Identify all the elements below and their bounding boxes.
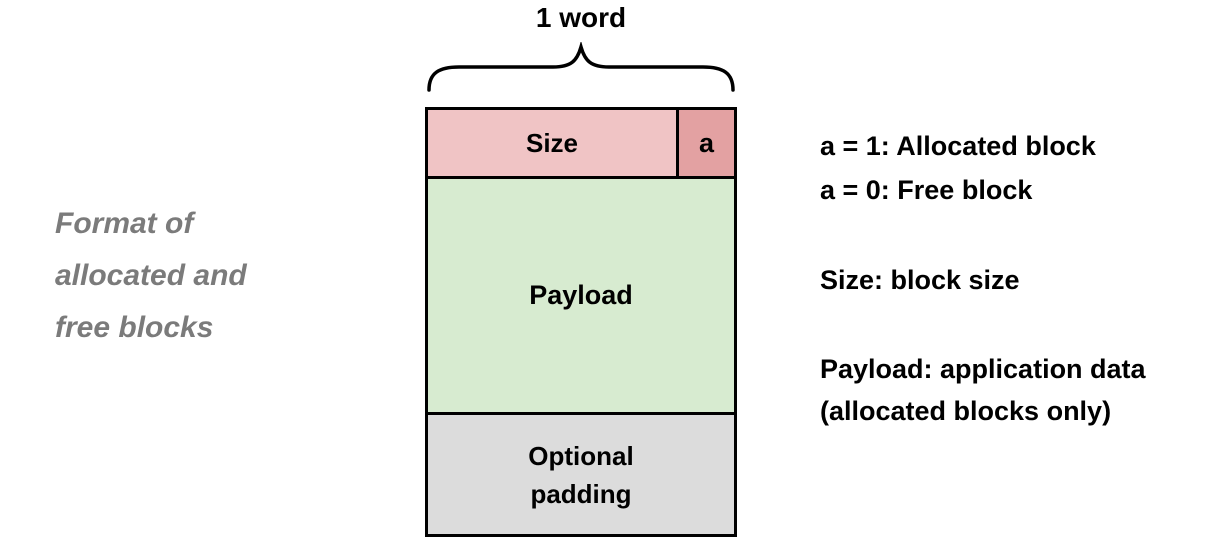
payload-cell: Payload [428, 179, 734, 415]
allocated-bit-cell: a [679, 110, 734, 176]
header-row: Size a [428, 110, 734, 179]
legend-a-free: a = 0: Free block [820, 175, 1033, 205]
word-width-label: 1 word [535, 2, 627, 33]
block-diagram: Size a Payload Optional padding [425, 107, 737, 537]
size-cell: Size [428, 110, 679, 176]
legend-size-desc: Size: block size [820, 265, 1020, 295]
brace-icon [427, 42, 735, 92]
legend-payload-desc: Payload: application data (allocated blo… [820, 354, 1146, 426]
padding-cell: Optional padding [428, 415, 734, 534]
legend-a-allocated: a = 1: Allocated block [820, 131, 1096, 161]
slide-title: Format of allocated and free blocks [55, 207, 247, 344]
legend: a = 1: Allocated block a = 0: Free block… [820, 124, 1146, 432]
